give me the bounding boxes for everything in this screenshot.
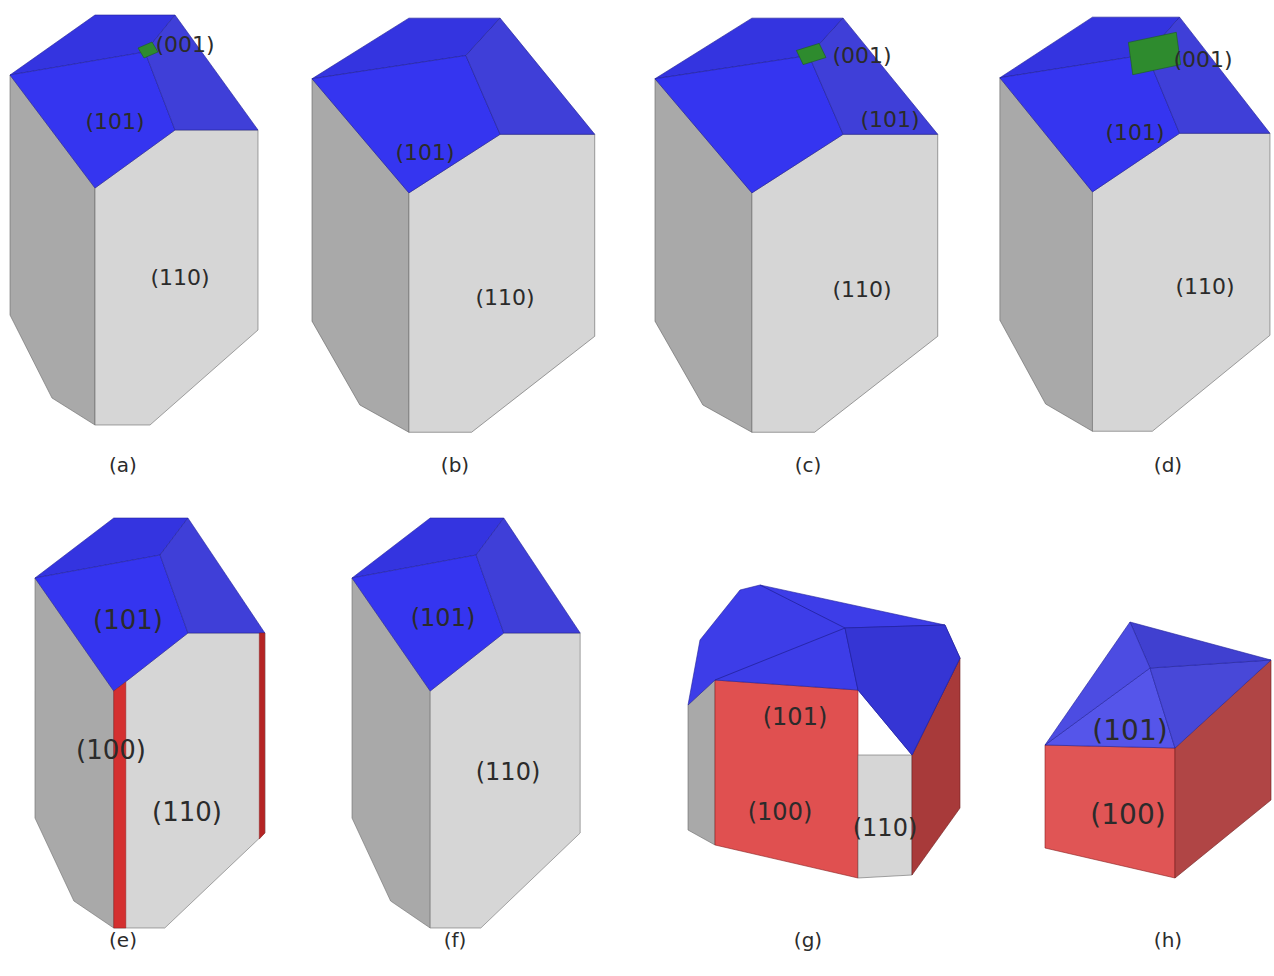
crystal-f [352, 518, 580, 928]
crystal-d [1000, 17, 1270, 431]
face-label: (101) [411, 605, 476, 631]
crystal-g-part [715, 680, 858, 878]
prism [10, 15, 258, 425]
face-001 [138, 42, 158, 58]
panel-label: (c) [795, 454, 822, 476]
face-label: (110) [152, 798, 222, 827]
face-label: (110) [476, 759, 541, 785]
face-label: (101) [85, 110, 144, 134]
panel-label: (e) [109, 929, 137, 951]
crystal-g-part [715, 628, 858, 690]
panel-label: (h) [1154, 929, 1182, 951]
face-label: (101) [1092, 716, 1167, 747]
crystal-h-part [1150, 660, 1271, 748]
face-001 [1128, 32, 1180, 74]
face-label: (100) [1090, 800, 1165, 831]
panel-label: (f) [444, 929, 467, 951]
face-label: (101) [763, 704, 828, 730]
face-label: (101) [860, 108, 919, 132]
prism [35, 518, 265, 928]
face-label: (110) [853, 815, 918, 841]
panel-label: (g) [794, 929, 822, 951]
crystal-g [688, 585, 960, 878]
panel-label: (a) [109, 454, 137, 476]
crystal-g-part [688, 585, 960, 755]
panel-label: (d) [1154, 454, 1182, 476]
crystal-h [1045, 622, 1271, 878]
crystal-b [312, 18, 595, 432]
prism [352, 518, 580, 928]
prism [312, 18, 595, 432]
face-label: (001) [832, 44, 891, 68]
face-label: (100) [76, 736, 146, 765]
face-100 [259, 633, 265, 839]
crystal-g-part [845, 625, 960, 755]
face-001 [796, 43, 826, 64]
face-label: (001) [155, 33, 214, 57]
face-label: (110) [832, 278, 891, 302]
crystal-e [35, 518, 265, 928]
prism [1000, 17, 1270, 431]
face-label: (110) [150, 266, 209, 290]
face-label: (001) [1173, 48, 1232, 72]
crystal-g-part [760, 585, 845, 628]
crystal-h-part [1130, 622, 1271, 668]
crystal-g-part [688, 680, 715, 845]
face-label: (100) [748, 799, 813, 825]
face-label: (101) [93, 606, 163, 635]
crystal-a [10, 15, 258, 425]
panel-label: (b) [441, 454, 469, 476]
face-label: (110) [475, 286, 534, 310]
prism [655, 18, 938, 432]
face-label: (110) [1175, 275, 1234, 299]
face-label: (101) [395, 141, 454, 165]
face-label: (101) [1105, 121, 1164, 145]
crystal-h-part [1045, 745, 1175, 878]
crystal-c [655, 18, 938, 432]
face-100 [114, 682, 126, 928]
